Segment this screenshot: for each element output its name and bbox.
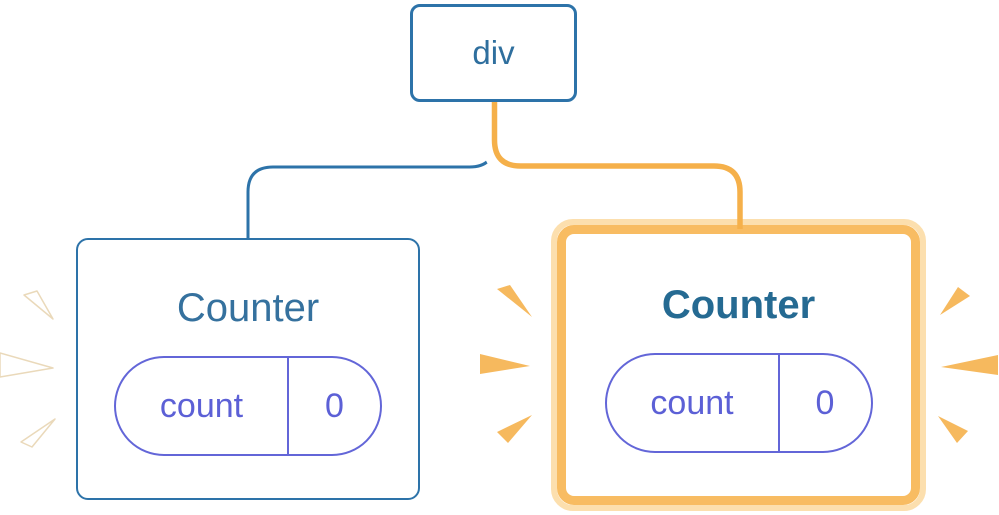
spark-icon (23, 290, 54, 320)
right-counter-node-highlight-ring: Counter count 0 (551, 219, 926, 511)
spark-icon (497, 415, 532, 443)
left-state-key: count (116, 358, 289, 454)
edge-highlight-casing (481, 103, 753, 219)
spark-icon (0, 352, 54, 378)
spark-icon (938, 416, 968, 443)
left-state-pill: count 0 (114, 356, 382, 456)
spark-icon (20, 418, 56, 448)
right-state-value: 0 (815, 383, 835, 422)
right-state-key: count (607, 355, 780, 451)
spark-icon (480, 354, 530, 374)
spark-icon (941, 355, 998, 375)
left-counter-sparks (0, 290, 56, 448)
div-node: div (410, 4, 577, 102)
right-counter-title: Counter (661, 283, 816, 327)
spark-icon (940, 287, 970, 315)
edge-div-to-right-counter (491, 102, 743, 229)
spark-icon (497, 285, 532, 317)
left-state-value: 0 (325, 386, 344, 425)
right-counter-node: Counter count 0 (557, 225, 920, 505)
left-counter-title: Counter (176, 286, 320, 330)
right-state-pill: count 0 (604, 353, 873, 453)
div-node-label: div (472, 34, 515, 71)
left-counter-node: Counter count 0 (76, 238, 420, 500)
right-counter-sparks-left (480, 285, 532, 443)
right-counter-sparks-right (938, 287, 998, 443)
edge-div-to-left-counter (246, 101, 496, 240)
